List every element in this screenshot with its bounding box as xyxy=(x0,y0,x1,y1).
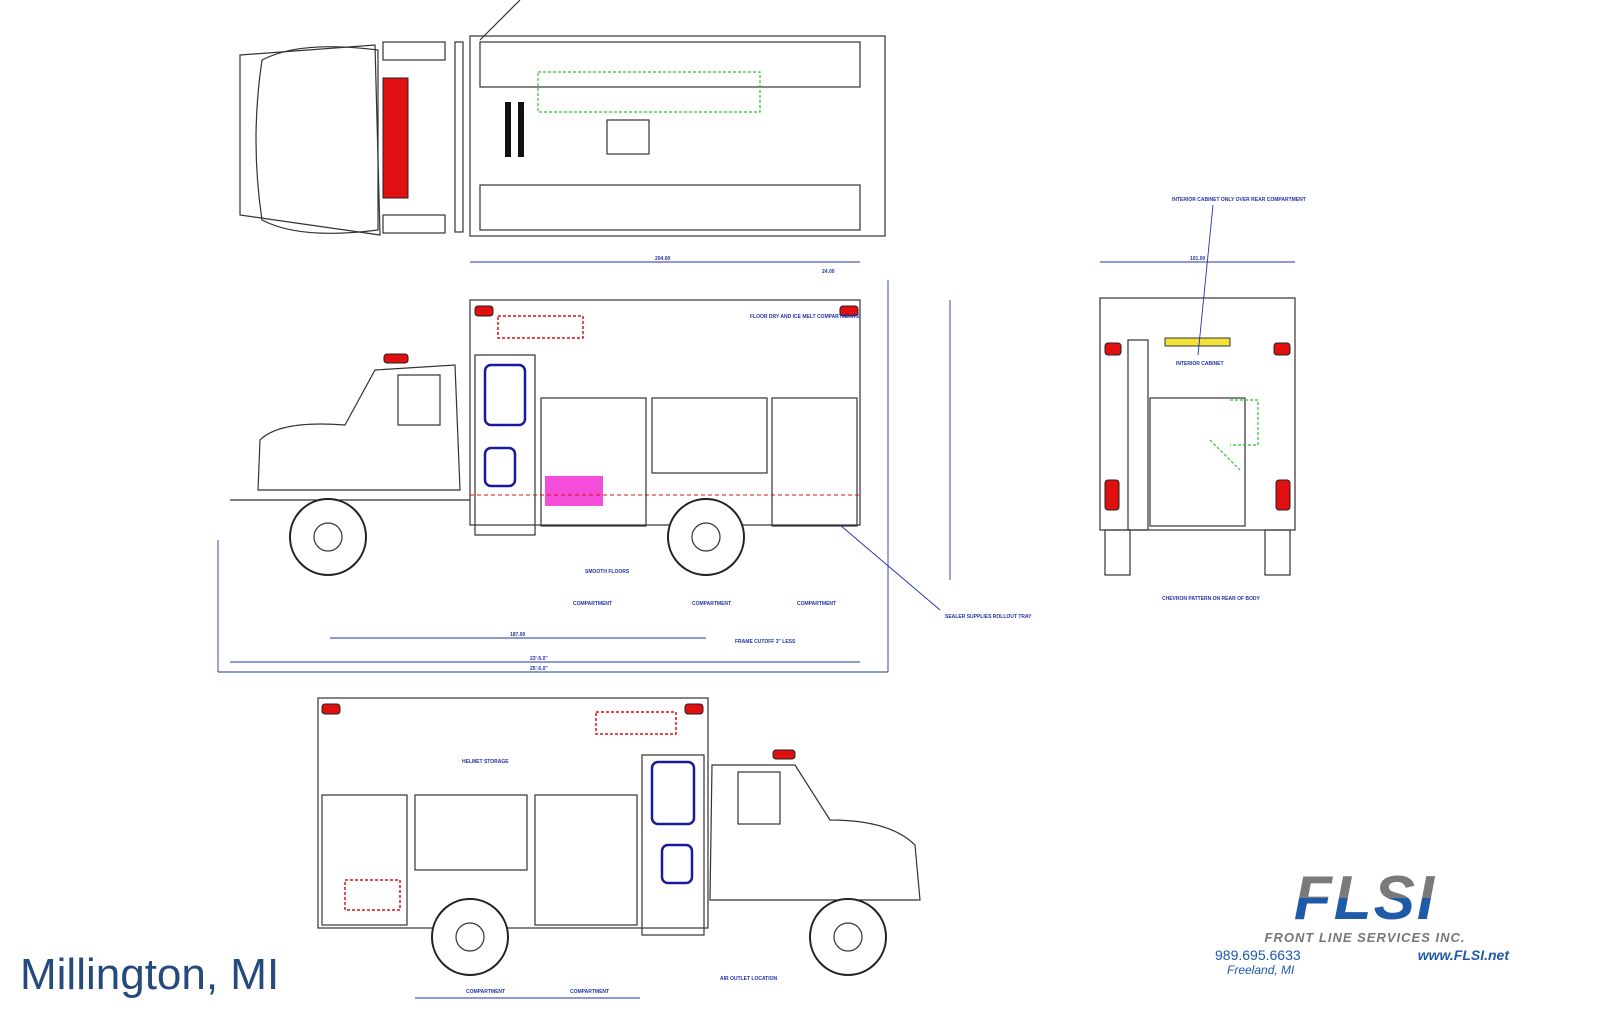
svg-text:24.00: 24.00 xyxy=(822,269,835,275)
svg-text:204.00: 204.00 xyxy=(655,256,671,262)
svg-text:25'-5.0": 25'-5.0" xyxy=(530,666,548,672)
rear-view: 101.00 INTERIOR CABINET ONLY OVER REAR C… xyxy=(1099,197,1306,602)
phone-number: 989.695.6633 xyxy=(1215,947,1301,963)
svg-text:101.00: 101.00 xyxy=(1190,256,1206,262)
svg-text:COMPARTMENT: COMPARTMENT xyxy=(570,989,609,995)
svg-text:SEALER SUPPLIES ROLLOUT TRAY: SEALER SUPPLIES ROLLOUT TRAY xyxy=(945,614,1032,620)
svg-text:COMPARTMENT: COMPARTMENT xyxy=(573,601,612,607)
svg-text:HELMET STORAGE: HELMET STORAGE xyxy=(462,759,509,765)
flsi-logo: FLSI FRONT LINE SERVICES INC. 989.695.66… xyxy=(1215,868,1515,978)
svg-text:FRAME CUTOFF 3" LESS: FRAME CUTOFF 3" LESS xyxy=(735,639,796,645)
company-location: Freeland, MI xyxy=(1227,963,1295,977)
svg-text:COMPARTMENT: COMPARTMENT xyxy=(692,601,731,607)
svg-text:187.00: 187.00 xyxy=(510,632,526,638)
svg-text:COMPARTMENT: COMPARTMENT xyxy=(466,989,505,995)
driver-side-view: FLOOR DRY AND ICE MELT COMPARTMENTS SMOO… xyxy=(217,256,1032,673)
company-name: FRONT LINE SERVICES INC. xyxy=(1264,930,1466,945)
light-bar xyxy=(382,77,409,199)
logo-wordmark: FLSI xyxy=(1215,868,1515,930)
svg-text:23'-5.0": 23'-5.0" xyxy=(530,656,548,662)
svg-text:CHEVRON PATTERN ON REAR OF BOD: CHEVRON PATTERN ON REAR OF BODY xyxy=(1162,596,1261,602)
svg-text:INTERIOR CABINET: INTERIOR CABINET xyxy=(1176,361,1224,367)
location-title: Millington, MI xyxy=(20,950,280,999)
svg-text:FLOOR DRY AND ICE MELT COMPART: FLOOR DRY AND ICE MELT COMPARTMENTS xyxy=(750,314,860,320)
svg-text:SMOOTH FLOORS: SMOOTH FLOORS xyxy=(585,569,630,575)
passenger-side-view: HELMET STORAGE AIR OUTLET LOCATION COMPA… xyxy=(317,697,921,999)
svg-text:COMPARTMENT: COMPARTMENT xyxy=(797,601,836,607)
svg-text:INTERIOR CABINET ONLY OVER REA: INTERIOR CABINET ONLY OVER REAR COMPARTM… xyxy=(1172,197,1306,203)
website-link[interactable]: www.FLSI.net xyxy=(1417,947,1509,963)
seat-outlines xyxy=(537,71,761,113)
top-view xyxy=(239,0,886,237)
svg-text:AIR OUTLET LOCATION: AIR OUTLET LOCATION xyxy=(720,976,778,982)
